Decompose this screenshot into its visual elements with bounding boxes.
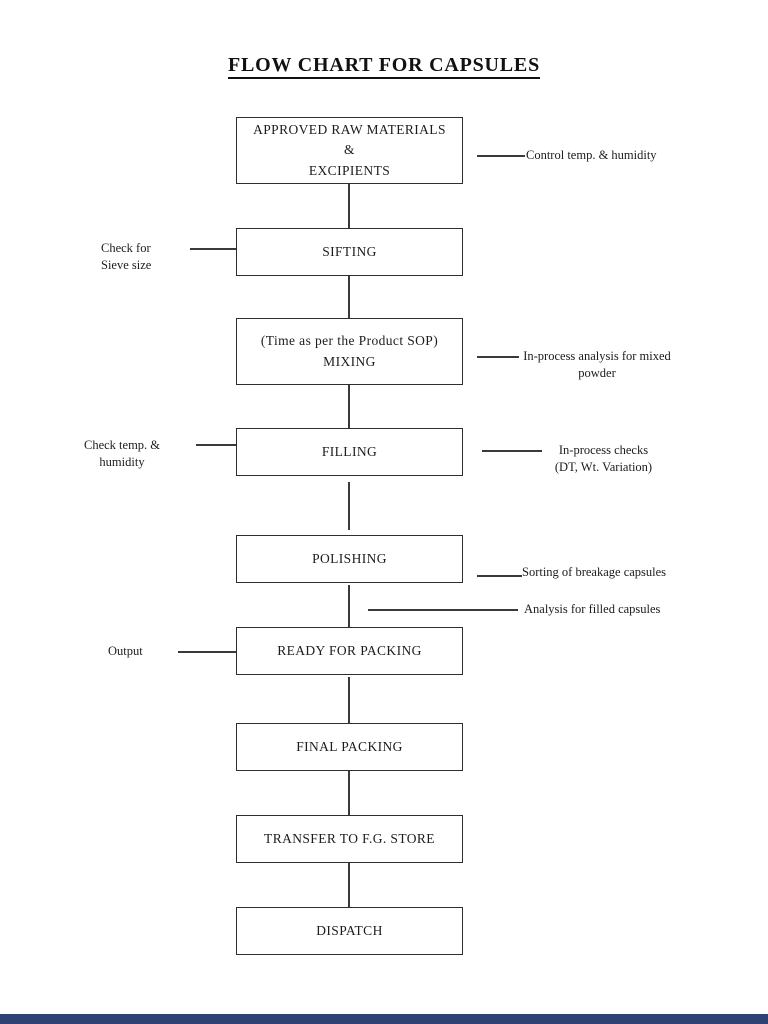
note-sorting-breakage: Sorting of breakage capsules [522,564,666,581]
pointer-line-analysis-filled [368,609,518,611]
box-label: & [344,142,355,158]
note-inprocess-mixed: In-process analysis for mixed powder [517,348,677,382]
box-label: READY FOR PACKING [277,642,422,658]
connector-raw-to-sifting [348,184,350,228]
note-line: Sorting of breakage capsules [522,565,667,579]
box-label: SIFTING [322,243,377,259]
pointer-line-sorting-breakage [477,575,522,577]
flow-box-polishing: POLISHING [236,535,463,583]
page-title: FLOW CHART FOR CAPSULES [0,54,768,79]
note-check-temp-humidity: Check temp. & humidity [76,437,168,471]
note-line: powder [578,365,616,380]
box-label: TRANSFER TO F.G. STORE [264,830,435,846]
note-line: Analysis for filled capsules [524,602,661,616]
note-line: Control temp. & humidity [526,148,657,162]
note-line: humidity [99,454,145,469]
pointer-line-control-temp [477,155,525,157]
flow-box-sifting: SIFTING [236,228,463,276]
note-line: (DT, Wt. Variation) [554,459,653,474]
note-output: Output [108,643,143,660]
viewer-footer-bar [0,1014,768,1024]
connector-ready-to-final [348,677,350,723]
connector-sifting-to-mixing [348,276,350,318]
box-label: APPROVED RAW MATERIALS [253,122,446,138]
box-label: FILLING [321,443,378,459]
connector-transfer-to-dispatch [348,863,350,907]
flow-box-transfer-fg-store: TRANSFER TO F.G. STORE [236,815,463,863]
connector-polishing-to-ready [348,585,350,627]
box-label: EXCIPIENTS [308,162,391,178]
connector-mixing-to-filling [348,385,350,428]
flow-box-mixing: (Time as per the Product SOP) MIXING [236,318,463,385]
pointer-line-inprocess-checks [482,450,542,452]
flow-box-approved-raw-materials: APPROVED RAW MATERIALS & EXCIPIENTS [236,117,463,184]
flow-box-ready-for-packing: READY FOR PACKING [236,627,463,675]
page-title-text: FLOW CHART FOR CAPSULES [227,54,540,79]
note-control-temp: Control temp. & humidity [526,147,657,164]
note-inprocess-checks: In-process checks (DT, Wt. Variation) [536,442,671,476]
note-line: Check temp. & [83,438,161,452]
flow-box-filling: FILLING [236,428,463,476]
pointer-line-check-sieve [190,248,236,250]
note-line: In-process analysis for mixed [523,349,671,363]
note-line: Check for [101,241,151,255]
box-label: DISPATCH [316,922,383,938]
note-line: Sieve size [101,257,152,272]
box-label: POLISHING [312,550,387,566]
pointer-line-inprocess-mixed [477,356,519,358]
flow-box-final-packing: FINAL PACKING [236,723,463,771]
box-label: MIXING [323,353,376,369]
pointer-line-check-temp [196,444,236,446]
note-line: In-process checks [558,443,649,457]
box-label: (Time as per the Product SOP) [260,333,439,349]
note-check-sieve: Check for Sieve size [101,240,151,274]
pointer-line-output [178,651,236,653]
connector-filling-to-polishing [348,482,350,530]
note-analysis-filled: Analysis for filled capsules [524,601,660,618]
box-label: FINAL PACKING [296,738,403,754]
connector-final-to-transfer [348,771,350,815]
flow-box-dispatch: DISPATCH [236,907,463,955]
note-line: Output [108,644,143,658]
